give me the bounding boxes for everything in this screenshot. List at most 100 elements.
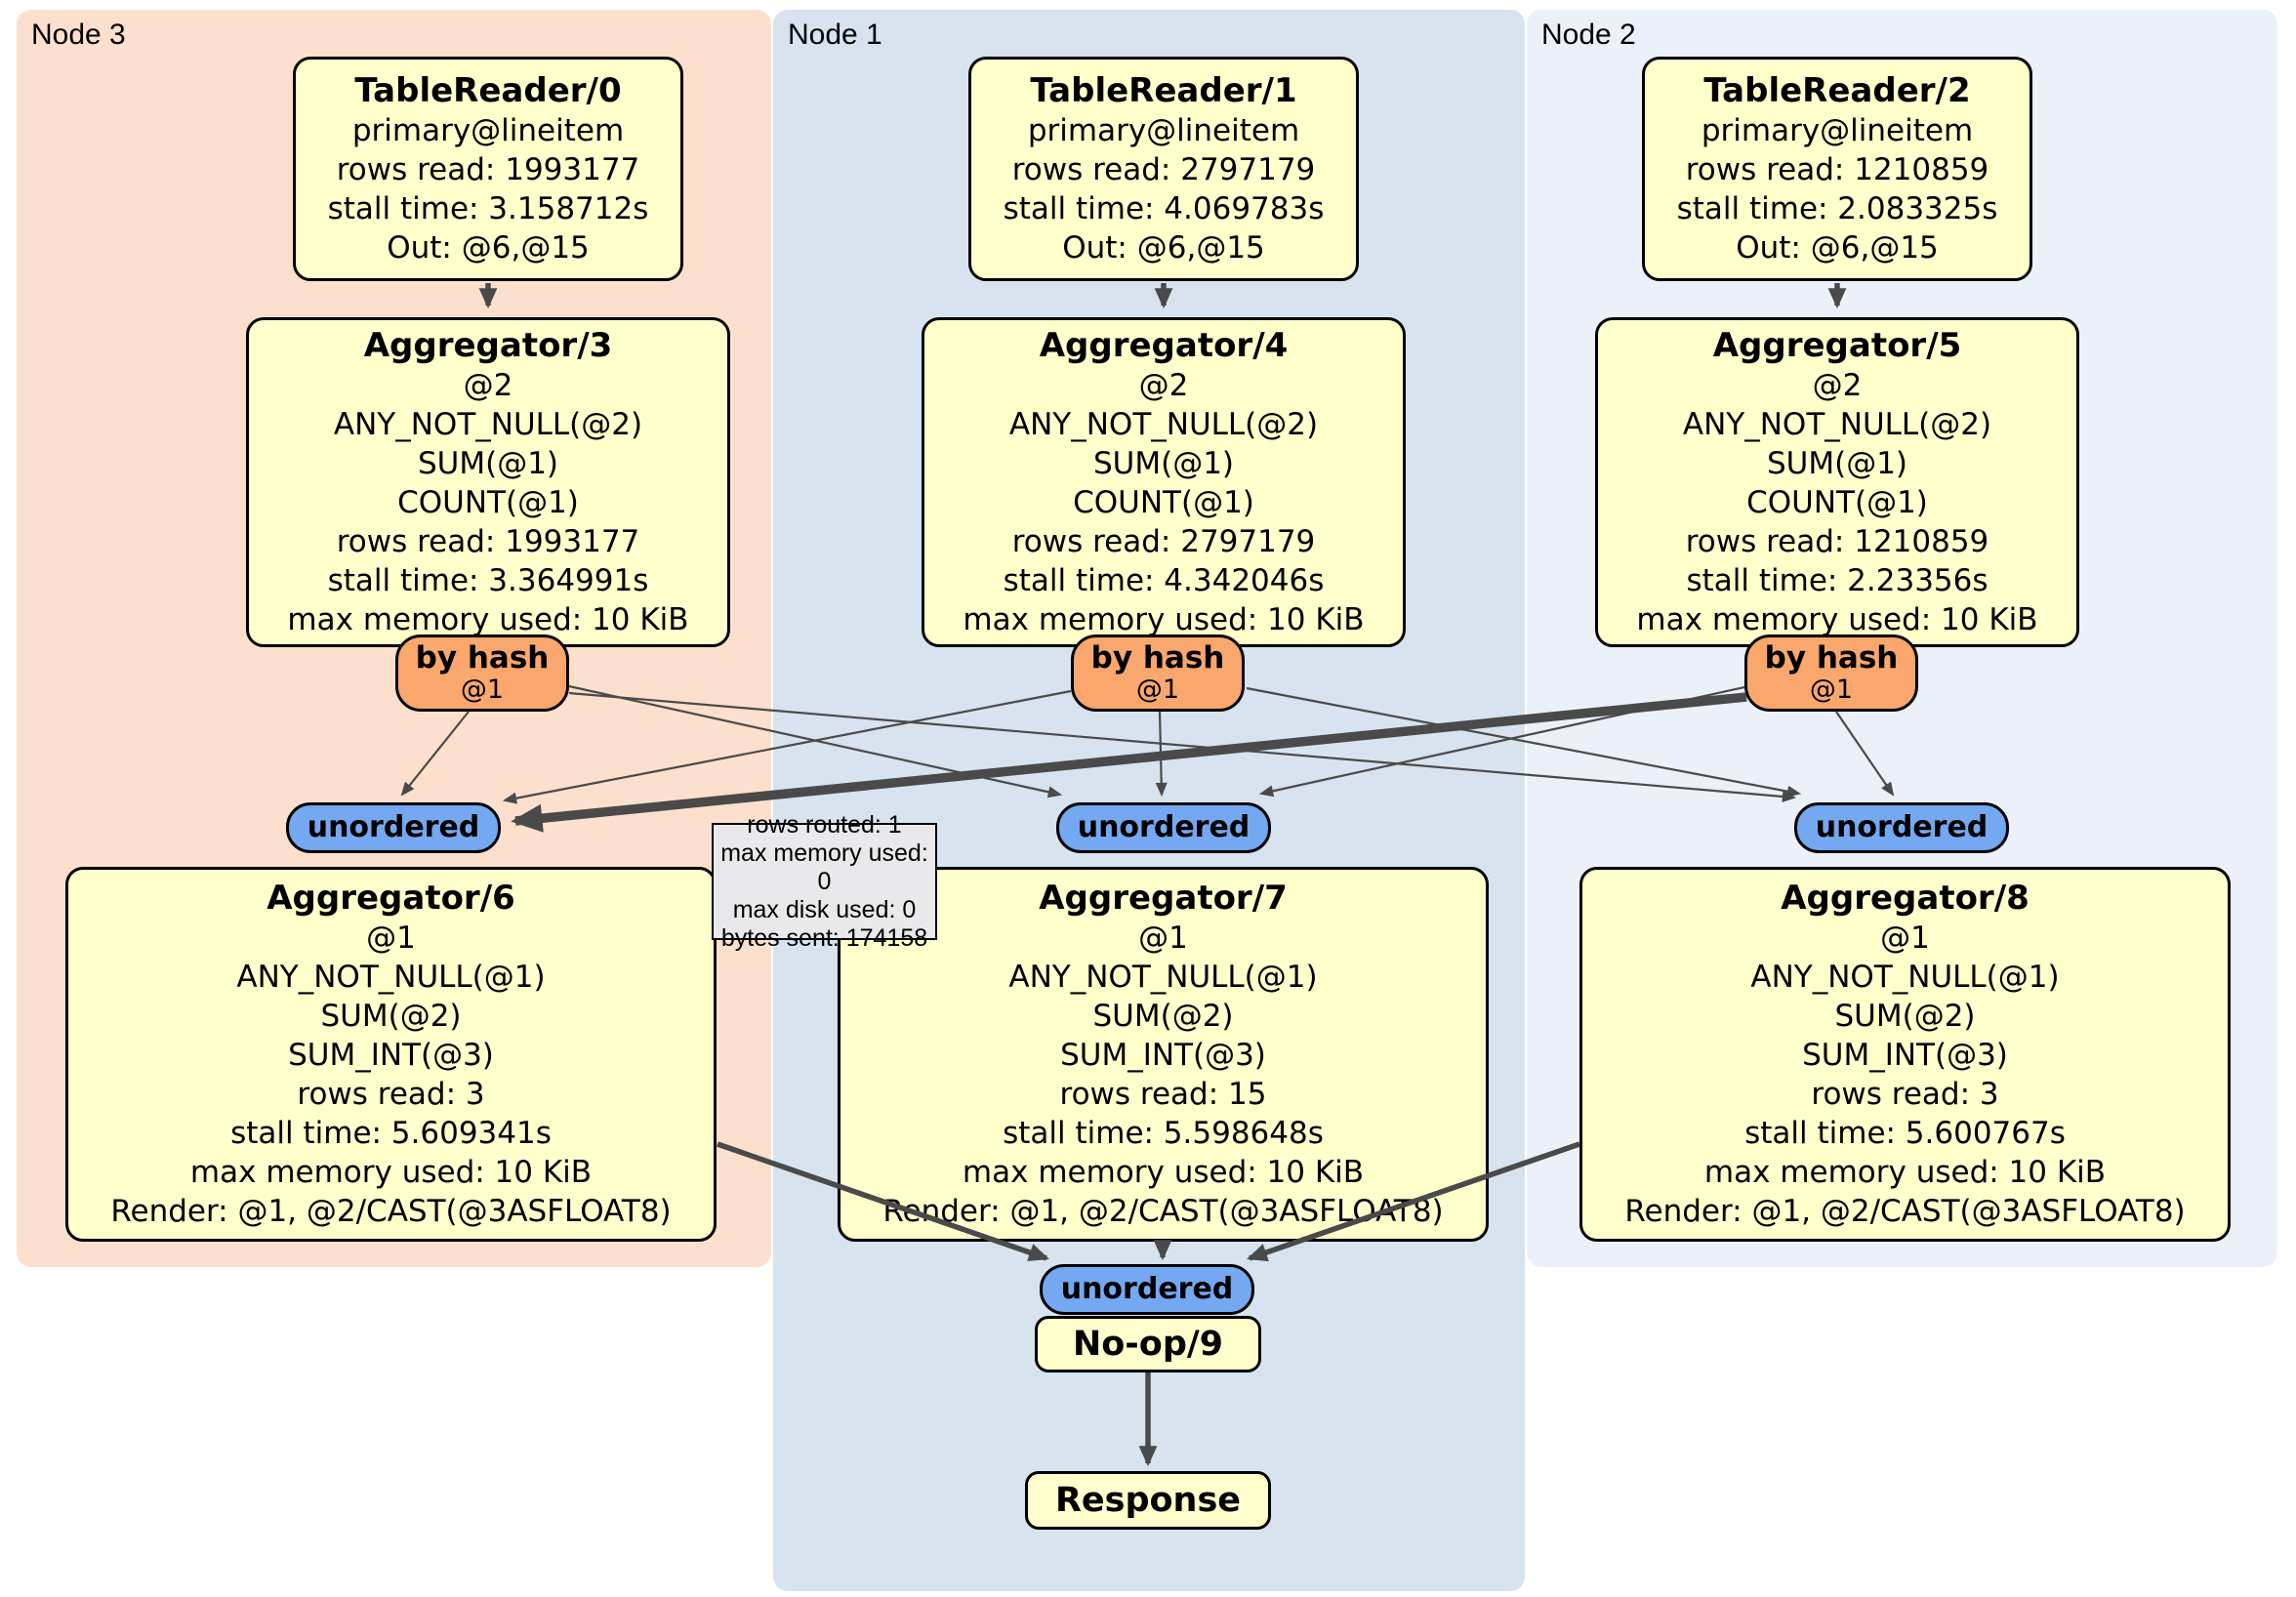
unordered-label: unordered: [1815, 810, 1988, 844]
box-line: @2: [1812, 367, 1863, 403]
box-title: TableReader/2: [1703, 70, 1971, 110]
tablereader-1-box[interactable]: TableReader/1 primary@lineitem rows read…: [968, 57, 1359, 281]
box-line: Out: @6,@15: [1062, 229, 1265, 266]
node2-region-label: Node 2: [1541, 19, 1636, 51]
unordered-sync-node1[interactable]: unordered: [1056, 802, 1271, 853]
box-line: SUM_INT(@3): [1802, 1037, 2008, 1073]
by-hash-label: by hash: [1090, 640, 1225, 676]
tablereader-0-box[interactable]: TableReader/0 primary@lineitem rows read…: [293, 57, 683, 281]
box-line: rows read: 1210859: [1685, 151, 1989, 187]
box-line: stall time: 4.069783s: [1003, 190, 1325, 226]
box-line: Render: @1, @2/CAST(@3ASFLOAT8): [882, 1193, 1444, 1229]
aggregator-5-box[interactable]: Aggregator/5 @2 ANY_NOT_NULL(@2) SUM(@1)…: [1595, 317, 2079, 647]
box-line: rows read: 1993177: [336, 523, 640, 559]
box-line: rows read: 1210859: [1685, 523, 1989, 559]
box-line: COUNT(@1): [1746, 484, 1928, 520]
box-line: SUM(@2): [1834, 998, 1976, 1034]
box-line: SUM_INT(@3): [288, 1037, 494, 1073]
box-line: stall time: 5.609341s: [230, 1115, 552, 1151]
box-line: stall time: 5.600767s: [1744, 1115, 2066, 1151]
box-line: primary@lineitem: [1701, 112, 1974, 148]
box-line: Out: @6,@15: [1736, 229, 1939, 266]
box-line: rows read: 3: [297, 1076, 485, 1112]
box-title: No-op/9: [1072, 1325, 1224, 1364]
box-line: rows read: 15: [1059, 1076, 1267, 1112]
box-title: Aggregator/5: [1712, 325, 1962, 365]
box-title: TableReader/0: [354, 70, 622, 110]
box-line: SUM(@2): [1092, 998, 1234, 1034]
response-box[interactable]: Response: [1025, 1471, 1271, 1530]
box-line: primary@lineitem: [351, 112, 625, 148]
box-line: stall time: 3.158712s: [327, 190, 649, 226]
node3-region-label: Node 3: [31, 19, 126, 51]
unordered-label: unordered: [1077, 810, 1250, 844]
box-line: max memory used: 10 KiB: [1636, 601, 2038, 637]
box-line: Render: @1, @2/CAST(@3ASFLOAT8): [1624, 1193, 2186, 1229]
aggregator-3-box[interactable]: Aggregator/3 @2 ANY_NOT_NULL(@2) SUM(@1)…: [246, 317, 730, 647]
box-title: Aggregator/6: [266, 878, 515, 918]
by-hash-column: @1: [1135, 675, 1180, 705]
box-line: COUNT(@1): [1073, 484, 1254, 520]
box-line: max memory used: 10 KiB: [962, 1154, 1365, 1190]
box-line: SUM(@1): [1766, 445, 1908, 481]
by-hash-column: @1: [1809, 675, 1854, 705]
box-title: Aggregator/7: [1039, 878, 1288, 918]
tooltip-line: max memory used: 0: [720, 839, 928, 895]
aggregator-8-box[interactable]: Aggregator/8 @1 ANY_NOT_NULL(@1) SUM(@2)…: [1579, 867, 2231, 1242]
by-hash-router-node1[interactable]: by hash @1: [1071, 635, 1245, 712]
box-line: SUM(@1): [417, 445, 559, 481]
unordered-sync-node2[interactable]: unordered: [1794, 802, 2009, 853]
box-line: Out: @6,@15: [387, 229, 590, 266]
box-line: max memory used: 10 KiB: [1703, 1154, 2107, 1190]
box-line: rows read: 2797179: [1011, 523, 1316, 559]
by-hash-column: @1: [460, 675, 505, 705]
box-line: COUNT(@1): [397, 484, 579, 520]
tooltip-line: max disk used: 0: [732, 895, 917, 923]
box-line: rows read: 3: [1811, 1076, 1999, 1112]
box-line: Render: @1, @2/CAST(@3ASFLOAT8): [110, 1193, 672, 1229]
by-hash-router-node2[interactable]: by hash @1: [1744, 635, 1918, 712]
box-line: SUM(@1): [1092, 445, 1235, 481]
unordered-label: unordered: [307, 810, 480, 844]
by-hash-label: by hash: [415, 640, 550, 676]
box-title: TableReader/1: [1030, 70, 1297, 110]
box-line: ANY_NOT_NULL(@1): [1750, 959, 2060, 995]
aggregator-4-box[interactable]: Aggregator/4 @2 ANY_NOT_NULL(@2) SUM(@1)…: [922, 317, 1406, 647]
tablereader-2-box[interactable]: TableReader/2 primary@lineitem rows read…: [1642, 57, 2032, 281]
box-line: @2: [1138, 367, 1189, 403]
box-line: @1: [1138, 920, 1188, 956]
box-line: ANY_NOT_NULL(@2): [1682, 406, 1992, 442]
by-hash-label: by hash: [1764, 640, 1899, 676]
noop-9-box[interactable]: No-op/9: [1035, 1316, 1261, 1372]
unordered-sync-final[interactable]: unordered: [1040, 1264, 1254, 1315]
box-line: SUM(@2): [320, 998, 462, 1034]
box-line: max memory used: 10 KiB: [189, 1154, 593, 1190]
box-line: ANY_NOT_NULL(@2): [333, 406, 643, 442]
box-line: ANY_NOT_NULL(@1): [1008, 959, 1318, 995]
box-line: stall time: 5.598648s: [1003, 1115, 1324, 1151]
box-line: rows read: 2797179: [1011, 151, 1316, 187]
box-line: @1: [366, 920, 416, 956]
box-title: Aggregator/3: [363, 325, 613, 365]
box-line: stall time: 2.23356s: [1686, 562, 1988, 598]
box-line: stall time: 2.083325s: [1676, 190, 1998, 226]
box-line: SUM_INT(@3): [1060, 1037, 1266, 1073]
box-line: max memory used: 10 KiB: [287, 601, 689, 637]
box-title: Aggregator/4: [1039, 325, 1289, 365]
unordered-label: unordered: [1060, 1272, 1234, 1306]
box-line: max memory used: 10 KiB: [963, 601, 1365, 637]
edge-stats-tooltip: rows routed: 1 max memory used: 0 max di…: [712, 811, 937, 952]
box-line: ANY_NOT_NULL(@1): [236, 959, 546, 995]
by-hash-router-node3[interactable]: by hash @1: [395, 635, 569, 712]
tooltip-line: bytes sent: 174158: [720, 923, 928, 952]
box-line: stall time: 4.342046s: [1003, 562, 1325, 598]
aggregator-6-box[interactable]: Aggregator/6 @1 ANY_NOT_NULL(@1) SUM(@2)…: [65, 867, 717, 1242]
box-title: Response: [1054, 1481, 1242, 1520]
unordered-sync-node3[interactable]: unordered: [286, 802, 501, 853]
box-line: primary@lineitem: [1027, 112, 1300, 148]
box-line: ANY_NOT_NULL(@2): [1008, 406, 1319, 442]
box-line: stall time: 3.364991s: [327, 562, 649, 598]
box-line: rows read: 1993177: [336, 151, 640, 187]
tooltip-line: rows routed: 1: [747, 810, 902, 839]
